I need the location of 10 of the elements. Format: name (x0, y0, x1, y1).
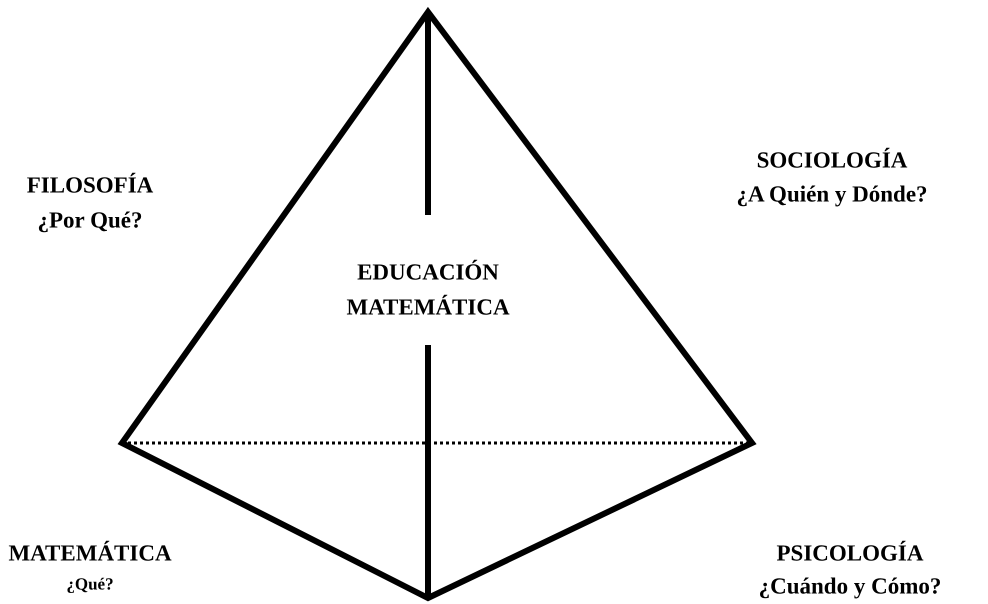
label: PSICOLOGÍA (776, 542, 924, 564)
label: ¿A Quién y Dónde? (736, 182, 928, 206)
label: ¿Por Qué? (38, 208, 142, 232)
label: SOCIOLOGÍA (756, 148, 908, 172)
label: MATEMÁTICA (346, 296, 510, 318)
label: ¿Qué? (66, 576, 114, 592)
label: ¿Cuándo y Cómo? (758, 574, 942, 598)
label: MATEMÁTICA (8, 542, 172, 564)
label: EDUCACIÓN (357, 260, 499, 284)
label: FILOSOFÍA (26, 174, 154, 196)
